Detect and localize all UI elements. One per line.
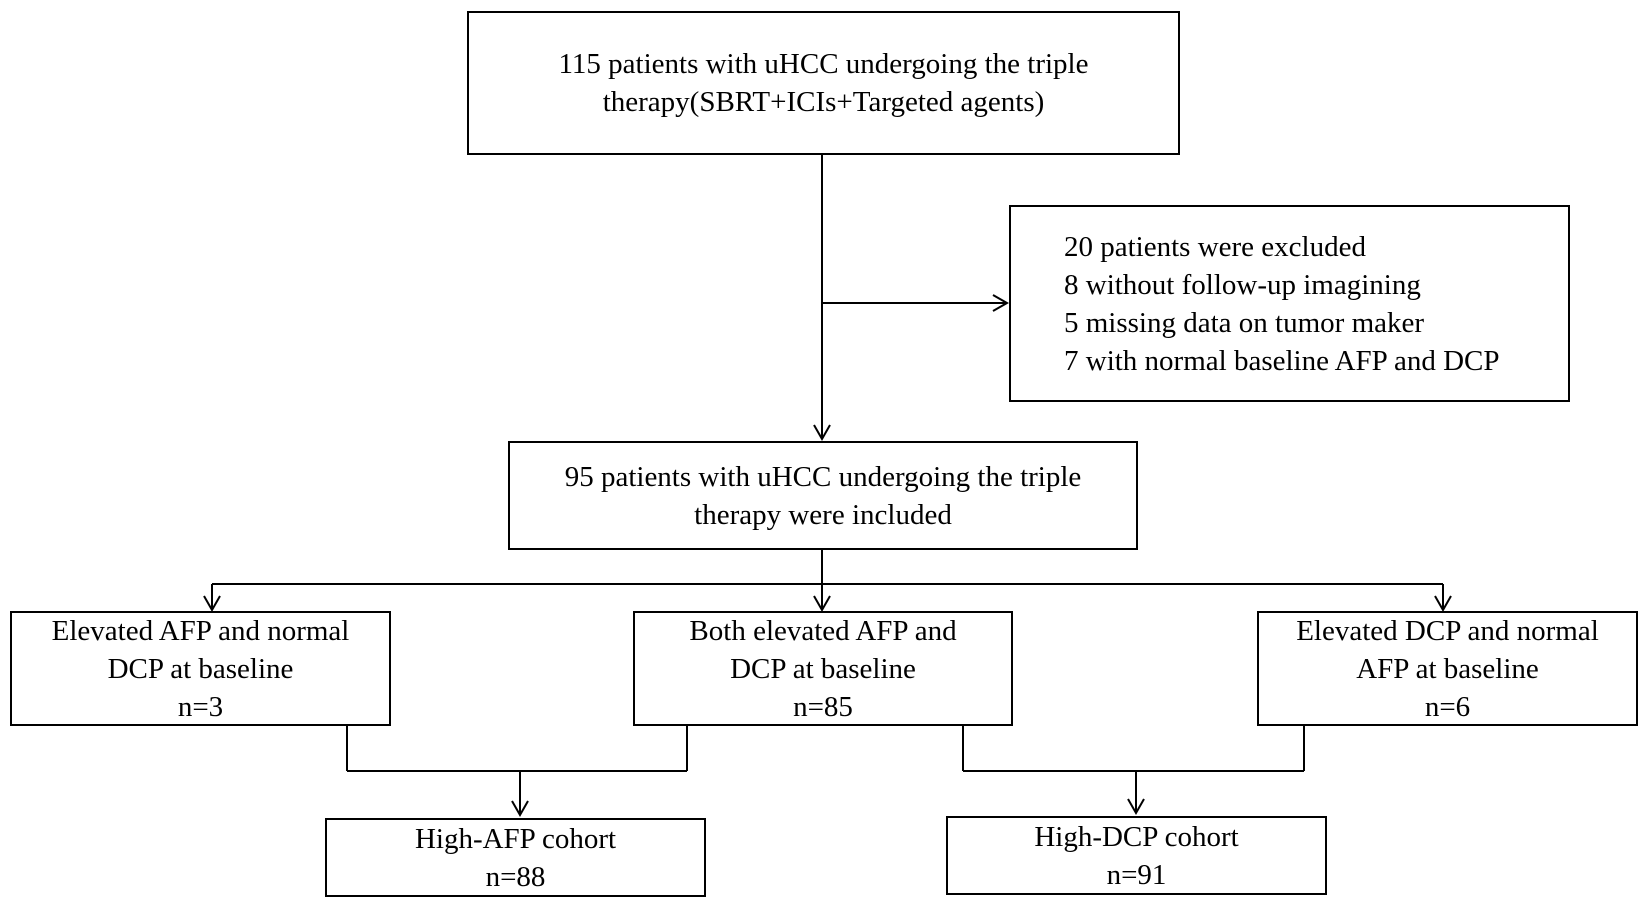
group-dcp-only-box: Elevated DCP and normal AFP at baseline …: [1257, 611, 1638, 726]
exclusion-box: 20 patients were excluded 8 without foll…: [1009, 205, 1570, 402]
high-dcp-cohort-box: High-DCP cohort n=91: [946, 816, 1327, 895]
exclusion-line: 20 patients were excluded: [1064, 230, 1366, 263]
high-afp-cohort-label: High-AFP cohort: [414, 822, 617, 855]
group-afp-only-box: Elevated AFP and normal DCP at baseline …: [10, 611, 391, 726]
arrowhead-group-middle: [813, 595, 831, 613]
exclusion-line: 8 without follow-up imagining: [1064, 268, 1421, 301]
included-cohort-line: 95 patients with uHCC undergoing the tri…: [564, 460, 1082, 493]
included-cohort-box: 95 patients with uHCC undergoing the tri…: [508, 441, 1138, 550]
arrowhead-group-left: [203, 595, 221, 613]
arrowhead-included: [813, 424, 831, 442]
exclusion-line: 7 with normal baseline AFP and DCP: [1064, 344, 1500, 377]
group-afp-only-line: DCP at baseline: [107, 652, 294, 685]
group-dcp-only-line: AFP at baseline: [1356, 652, 1539, 685]
group-both-line: Both elevated AFP and: [689, 614, 957, 647]
initial-cohort-line: therapy(SBRT+ICIs+Targeted agents): [602, 86, 1045, 118]
initial-cohort-box: 115 patients with uHCC undergoing the tr…: [467, 11, 1180, 155]
initial-cohort-line: 115 patients with uHCC undergoing the tr…: [558, 48, 1089, 80]
exclusion-line: 5 missing data on tumor maker: [1064, 306, 1425, 339]
group-dcp-only-line: Elevated DCP and normal: [1296, 614, 1599, 647]
group-afp-only-line: Elevated AFP and normal: [51, 614, 350, 647]
high-afp-cohort-count: n=88: [485, 860, 546, 893]
group-both-line: DCP at baseline: [730, 652, 916, 685]
high-dcp-cohort-label: High-DCP cohort: [1034, 820, 1239, 853]
included-cohort-line: therapy were included: [694, 498, 952, 531]
arrowhead-group-right: [1434, 595, 1452, 613]
group-dcp-only-count: n=6: [1424, 690, 1471, 723]
group-both-box: Both elevated AFP and DCP at baseline n=…: [633, 611, 1013, 726]
arrowhead-dcp-cohort: [1127, 798, 1145, 816]
arrowhead-afp-cohort: [511, 800, 529, 818]
group-both-count: n=85: [793, 690, 853, 723]
high-afp-cohort-box: High-AFP cohort n=88: [325, 818, 706, 897]
high-dcp-cohort-count: n=91: [1106, 858, 1167, 891]
arrowhead-excluded: [992, 294, 1010, 312]
group-afp-only-count: n=3: [177, 690, 224, 723]
